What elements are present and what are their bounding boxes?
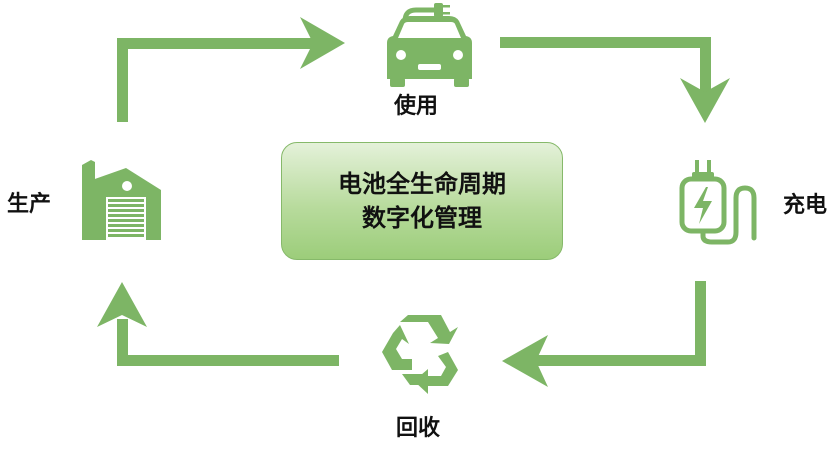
stage-label-recycle: 回收	[396, 416, 441, 441]
recycle-icon	[382, 315, 458, 394]
factory-icon	[82, 160, 161, 240]
car-charging-icon	[387, 3, 472, 87]
arrow-recycle-to-produce	[97, 282, 339, 366]
charging-station-icon	[679, 160, 757, 245]
stage-label-use: 使用	[394, 94, 439, 119]
arrow-use-to-charge	[500, 37, 730, 123]
arrow-produce-to-use	[117, 17, 345, 122]
arrow-charge-to-recycle	[502, 281, 706, 387]
stage-label-produce: 生产	[7, 192, 52, 217]
center-title-line-1: 电池全生命周期	[338, 170, 506, 198]
stage-label-charge: 充电	[783, 193, 828, 218]
center-title-line-2: 数字化管理	[362, 204, 482, 232]
center-box: 电池全生命周期 数字化管理	[281, 142, 563, 260]
